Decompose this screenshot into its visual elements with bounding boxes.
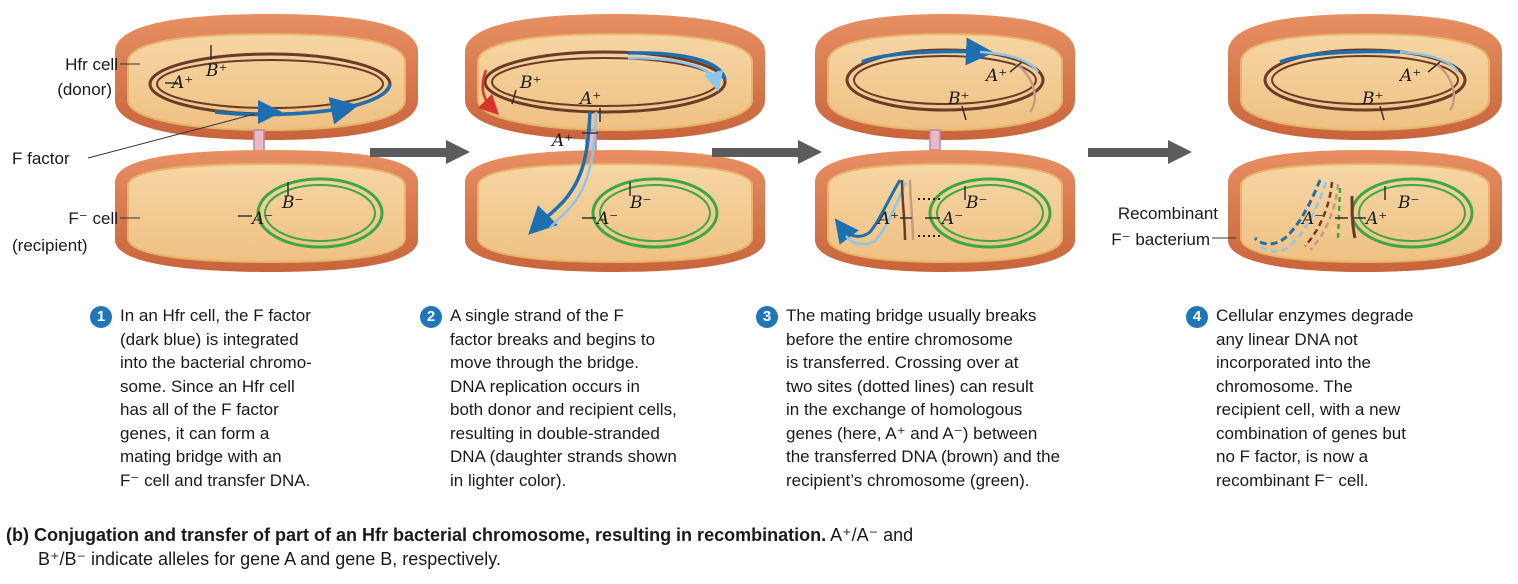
allele-b-minus-p4: B⁻ [1398,193,1420,213]
allele-a-plus-p4a: A⁺ [1400,66,1422,86]
allele-a-minus-p1: A⁻ [252,209,274,229]
caption-line2: B⁺/B⁻ indicate alleles for gene A and ge… [38,549,501,569]
step-1-badge: 1 [90,306,112,328]
step-1-text: In an Hfr cell, the F factor (dark blue)… [120,306,312,490]
label-donor: (donor) [57,80,112,99]
rotation-arrow [477,69,500,116]
allele-a-plus-p2a: A⁺ [580,89,602,109]
label-hfr-cell: Hfr cell [65,55,118,74]
step-3-badge: 3 [756,306,778,328]
caption-bold: (b) Conjugation and transfer of part of … [6,525,827,545]
step-4-badge: 4 [1186,306,1208,328]
step-2-badge: 2 [420,306,442,328]
allele-a-plus-p3b: A⁺ [878,209,900,229]
process-arrow-1 [370,140,470,164]
allele-b-plus-p4: B⁺ [1362,89,1384,109]
caption-rest-line1: A⁺/A⁻ and [826,525,914,545]
step-2-text: A single strand of the F factor breaks a… [450,306,677,490]
allele-b-minus-p2: B⁻ [630,193,652,213]
allele-b-minus-p1: B⁻ [282,193,304,213]
recipient-chromosome-3 [928,177,1052,249]
allele-a-plus-p2b: A⁺ [552,131,574,151]
f-factor-1 [214,83,392,125]
allele-a-minus-p4: A⁻ [1302,209,1324,229]
panel-4 [1212,14,1502,272]
recipient-chromosome-2 [591,177,719,249]
allele-a-minus-p2: A⁻ [597,209,619,229]
figure-caption: (b) Conjugation and transfer of part of … [6,523,1186,571]
allele-b-plus-p3: B⁺ [948,89,970,109]
label-f-minus-cell: F⁻ cell [68,209,118,228]
recipient-chromosome-1 [256,177,384,249]
allele-a-plus-p4b: A⁺ [1366,209,1388,229]
label-recipient: (recipient) [12,236,88,255]
allele-b-plus-p1: B⁺ [206,61,228,81]
donor-chromosome-2 [483,50,727,114]
allele-a-plus-p3a: A⁺ [986,66,1008,86]
label-recombinant: Recombinant [1117,204,1218,223]
f-factor-3 [861,37,994,66]
allele-b-minus-p3: B⁻ [966,193,988,213]
allele-b-plus-p2: B⁺ [520,73,542,93]
allele-a-minus-p3: A⁻ [942,209,964,229]
panel-2 [465,14,765,272]
step-4-text: Cellular enzymes degrade any linear DNA … [1216,306,1414,490]
label-f-factor: F factor [12,149,70,168]
step-3-text: The mating bridge usually breaks before … [786,306,1061,490]
allele-a-plus-p1: A⁺ [172,73,194,93]
panel-3 [815,14,1075,272]
label-f-minus-bacterium: F⁻ bacterium [1111,230,1210,249]
process-arrow-2 [712,140,822,164]
panel-1 [87,14,418,272]
degrading-linear-dna [1253,179,1322,246]
process-arrow-3 [1088,140,1192,164]
